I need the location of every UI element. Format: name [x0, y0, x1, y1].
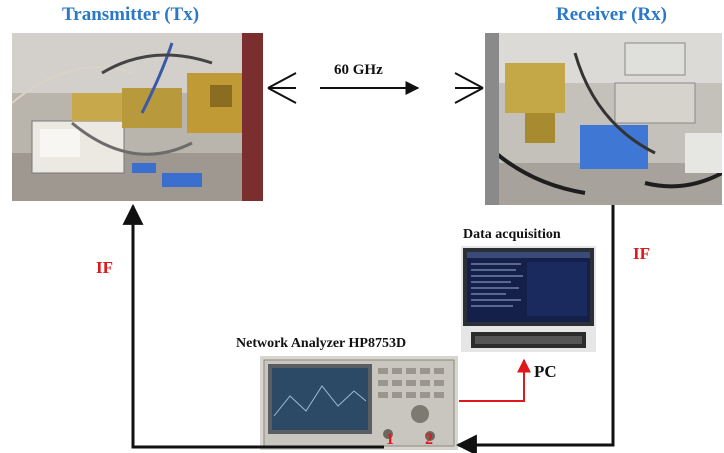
port-1-label: 1 [386, 431, 394, 448]
network-analyzer-title: Network Analyzer HP8753D [236, 336, 407, 351]
transmitter-title: Transmitter (Tx) [62, 4, 200, 25]
data-link-line [459, 358, 531, 402]
network-analyzer-photo [260, 356, 458, 450]
left-if-line [122, 203, 384, 449]
pc-label: PC [534, 362, 557, 381]
data-acquisition-title: Data acquisition [463, 227, 561, 242]
frequency-label: 60 GHz [334, 62, 383, 78]
transmitter-photo [12, 33, 263, 201]
rx-antenna-icon [454, 72, 484, 104]
right-if-label: IF [633, 244, 650, 263]
receiver-title: Receiver (Rx) [556, 4, 667, 25]
receiver-photo [485, 33, 722, 205]
right-if-line [455, 205, 615, 453]
left-if-label: IF [96, 258, 113, 277]
pc-photo [461, 246, 596, 352]
port-2-label: 2 [425, 431, 433, 448]
tx-antenna-icon [267, 72, 297, 104]
